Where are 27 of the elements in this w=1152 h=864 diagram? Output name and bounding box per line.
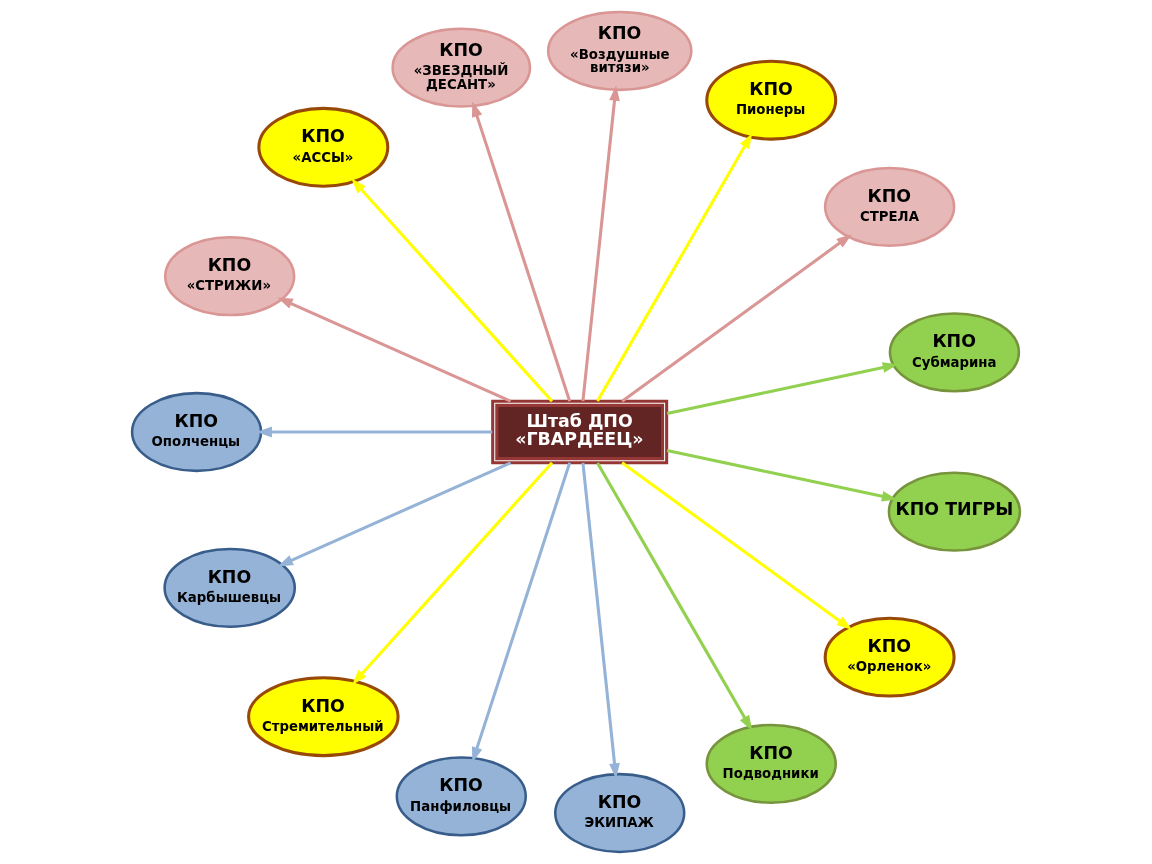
arrow (471, 101, 572, 402)
arrow (621, 234, 852, 403)
arrow (666, 362, 899, 415)
arrow (256, 426, 493, 438)
node-ellipse: КПО Пионеры (705, 59, 838, 141)
node-ellipse: КПО Панфиловцы (395, 756, 528, 837)
arrow (581, 85, 620, 402)
node-ellipse: КПО «Воздушные витязи» (546, 10, 693, 92)
node-ellipse: КПО «ЗВЕЗДНЫЙ ДЕСАНТ» (391, 27, 532, 108)
node-ellipse: КПО Ополченцы (130, 391, 263, 473)
node-ellipse: КПО Подводники (705, 723, 837, 804)
arrow (351, 178, 554, 403)
node-ellipse: КПО Субмарина (888, 312, 1021, 393)
node-ellipse: КПО «АССЫ» (257, 106, 390, 188)
node-box: Штаб ДПО «ГВАРДЕЕЦ» (491, 399, 669, 465)
arrow (581, 462, 620, 779)
arrow (352, 461, 554, 685)
arrow (666, 449, 898, 502)
arrow (596, 133, 753, 402)
arrow (277, 297, 512, 403)
arrow (277, 461, 512, 567)
node-ellipse: КПО Стремительный (247, 676, 400, 758)
node-ellipse: КПО ЭКИПАЖ (554, 772, 686, 854)
arrow (596, 462, 753, 731)
arrow (471, 462, 572, 763)
arrow (621, 461, 852, 630)
node-ellipse: КПО ТИГРЫ (887, 471, 1022, 552)
